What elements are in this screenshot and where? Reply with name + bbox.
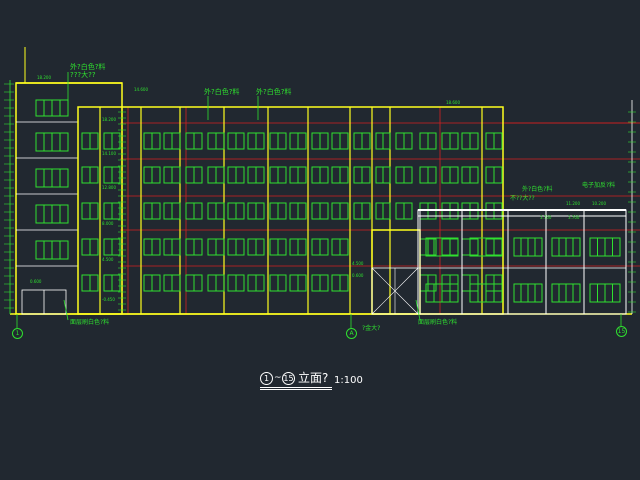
title-underline: [260, 387, 332, 388]
axis-marker-1: 1: [12, 328, 23, 339]
elevation-mark: 14.100: [102, 151, 116, 156]
elevation-mark: 4.500: [102, 257, 114, 262]
annotation-label: ?金大?: [362, 325, 381, 332]
title-axis-end: 15: [282, 372, 295, 385]
annotation-label: 外?白色?料: [70, 63, 106, 71]
elevation-mark: 0.600: [30, 279, 42, 284]
annotation-label: 电子加反?料: [582, 182, 616, 189]
annotation-label: 面层刷白色?料: [418, 319, 458, 326]
elevation-mark: 4.500: [352, 261, 364, 266]
annex-outline: [417, 209, 627, 315]
elevation-mark: 11.200: [566, 201, 580, 206]
title-tilde: ~: [274, 373, 282, 383]
elevation-mark: 3.700: [540, 215, 552, 220]
elevation-mark: 18.600: [446, 100, 460, 105]
elevation-mark: 14.600: [134, 87, 148, 92]
title-underline: [260, 389, 332, 390]
elevation-mark: 18.200: [102, 117, 116, 122]
elevation-mark: 0.600: [352, 273, 364, 278]
annotation-label: ???大??: [70, 71, 96, 79]
title-axis-start: 1: [260, 372, 273, 385]
elevation-mark: 12.800: [102, 185, 116, 190]
annotation-label: 外?白色?料: [256, 88, 292, 96]
annotation-label: 面层刷白色?料: [70, 319, 110, 326]
annotation-label: 外?白色?料: [522, 186, 553, 193]
podium-step-outline: [371, 229, 421, 315]
leader-line: [63, 299, 69, 321]
elevation-mark: -0.450: [102, 297, 115, 302]
axis-marker-15: 15: [616, 326, 627, 337]
annotation-label: 外?白色?料: [204, 88, 240, 96]
elevation-mark: 3.700: [568, 215, 580, 220]
title-scale: 1:100: [334, 375, 363, 386]
annotation-label: 不??大??: [510, 195, 535, 202]
elevation-mark: 8.000: [102, 221, 114, 226]
elevation-mark: 10.200: [592, 201, 606, 206]
elevation-mark: 18.200: [37, 75, 51, 80]
axis-marker-a: A: [346, 328, 357, 339]
title-text: 立面?: [298, 371, 329, 385]
leader-line: [415, 299, 421, 321]
